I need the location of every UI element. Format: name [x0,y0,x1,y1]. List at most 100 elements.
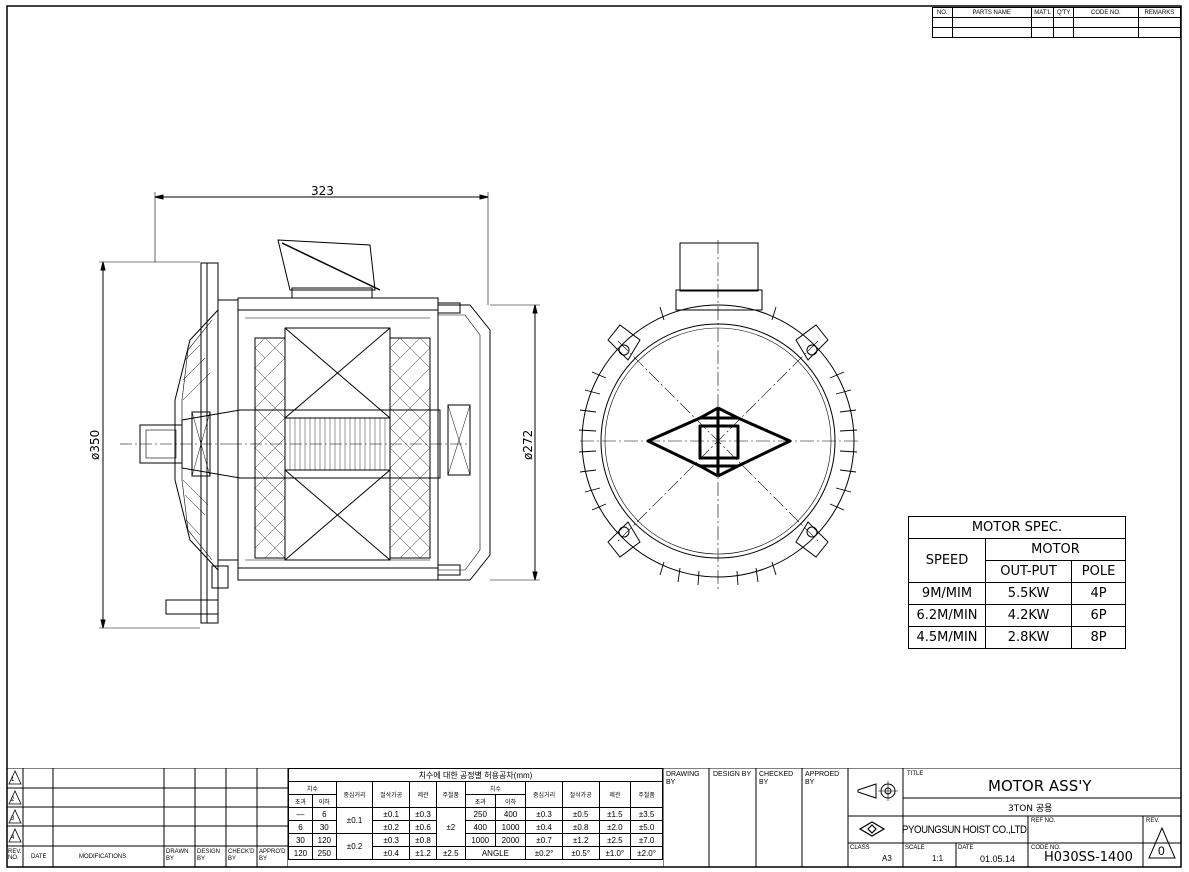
tol-cell: ±2.0° [630,846,663,860]
tolerance-title: 치수에 대한 공정별 허용공차(mm) [288,768,663,782]
spec-pole: 4P [1071,582,1126,605]
tol-cell: 30 [311,820,337,834]
tol-cell: ±3.5 [630,807,663,821]
tol-cell: 6 [288,820,313,834]
col-code-no: CODE NO. [1072,7,1139,18]
title-label: TITLE [907,771,924,777]
parts-list-header: NO. PARTS NAME MAT'L Q'TY CODE NO. REMAR… [932,7,1182,18]
center-header-2: 중심거리 [525,781,563,808]
date-value: 01.05.14 [980,854,1016,864]
spec-row: 9M/MIM 5.5KW 4P [908,582,1126,605]
tol-cell: ±2.5 [436,846,466,860]
pole-header: POLE [1071,560,1126,583]
projection-symbol-icon [857,781,898,801]
class-value: A3 [882,854,892,863]
scale-label: SCALE [905,845,925,851]
tolerance-row: 120 250 ±0.4 ±1.2 ±2.5 ANGLE ±0.2° ±0.5°… [288,846,663,860]
col-no: NO. [932,7,953,18]
tol-cell: 400 [464,820,496,834]
tol-cell: 1000 [494,820,527,834]
tol-cell: ±0.4 [525,820,563,834]
tol-cell: ±5.0 [630,820,663,834]
tol-cell: 2000 [494,833,527,847]
plate-header-2: 제관 [598,781,632,808]
checked-by-label: CHECKED BY [759,771,794,786]
tol-cell: 30 [288,833,313,847]
tol-cell: ±1.5 [598,807,632,821]
spec-row: 6.2M/MIN 4.2KW 6P [908,604,1126,627]
tol-cell: ±0.2 [372,820,410,834]
tol-cell: ±1.2 [561,833,600,847]
design-by-label: DESIGN BY [197,849,221,862]
over-header: 초과 [288,794,313,808]
drawn-by-label: DRAWN BY [166,849,189,862]
design-by-signoff-label: DESIGN BY [713,771,752,778]
tol-cell: ±2.0 [598,820,632,834]
side-section-view [99,192,540,629]
spec-output: 4.2KW [984,604,1073,627]
svg-text:4: 4 [11,835,15,841]
scale-value: 1:1 [932,854,944,863]
tol-cell: 1000 [464,833,496,847]
revision-triangle-icons [8,770,22,843]
rev-label: REV. [1146,818,1160,824]
motor-spec-title: MOTOR SPEC. [908,516,1126,539]
code-no-label: CODE NO. [1031,845,1061,851]
tol-cell: ±0.3 [525,807,563,821]
center-header: 중심거리 [335,781,374,808]
dim-body-dia-label: ø272 [521,430,535,460]
over-header-2: 초과 [464,794,496,808]
svg-text:2: 2 [11,797,15,803]
tol-cell: ±7.0 [630,833,663,847]
tol-cell: ±1.2 [408,846,438,860]
tol-cell: 6 [311,807,337,821]
tol-cell: ±0.7 [525,833,563,847]
tol-cell: 120 [311,833,337,847]
ref-no-label: REF NO. [1031,818,1056,824]
tol-cell: ANGLE [464,846,527,860]
modifications-label: MODIFICATIONS [79,854,127,860]
spec-pole: 6P [1071,604,1126,627]
spec-speed: 9M/MIM [908,582,986,605]
signoff-grid [663,768,848,867]
cast-header-2: 주철품 [630,781,663,808]
end-view [578,240,858,590]
drawing-title: MOTOR ASS'Y [988,777,1092,795]
parts-list-table: NO. PARTS NAME MAT'L Q'TY CODE NO. REMAR… [932,7,1182,38]
approved-by-label: APPROED BY [805,771,840,786]
col-parts-name: PARTS NAME [951,7,1032,18]
tol-cell: ±0.6 [408,820,438,834]
spec-speed: 4.5M/MIN [908,626,986,649]
drawing-by-label: DRAWING BY [666,771,700,786]
company-logo-icon [858,821,886,837]
tol-cell: ±0.4 [372,846,410,860]
signoff-block: DRAWING BY DESIGN BY CHECKED BY APPROED … [663,768,848,867]
tol-cell: ±0.5 [561,807,600,821]
parts-list-row [932,17,1182,28]
col-qty: Q'TY [1053,7,1074,18]
tol-cell: 400 [494,807,527,821]
class-label: CLASS [850,845,870,851]
svg-text:3: 3 [11,816,15,822]
tol-cell: ±0.8 [408,833,438,847]
parts-list-row [932,27,1182,38]
rev-value: 0 [1158,844,1165,858]
spec-pole: 8P [1071,626,1126,649]
tol-cell: ±2.5 [598,833,632,847]
cut-header-2: 절삭가공 [561,781,600,808]
col-remarks: REMARKS [1137,7,1182,18]
tol-cell: ±0.1 [372,807,410,821]
motor-header: MOTOR [985,538,1126,561]
title-block-grid [848,768,1181,867]
dim-outer-dia-label: ø350 [88,430,102,460]
tol-cell: ±0.2° [525,846,563,860]
under-header: 이하 [311,794,337,808]
tol-cell: ±0.5° [561,846,600,860]
code-no-value: H030SS-1400 [1044,850,1133,865]
output-header: OUT-PUT [984,560,1073,583]
spec-row: 4.5M/MIN 2.8KW 8P [908,626,1126,649]
spec-output: 5.5KW [984,582,1073,605]
